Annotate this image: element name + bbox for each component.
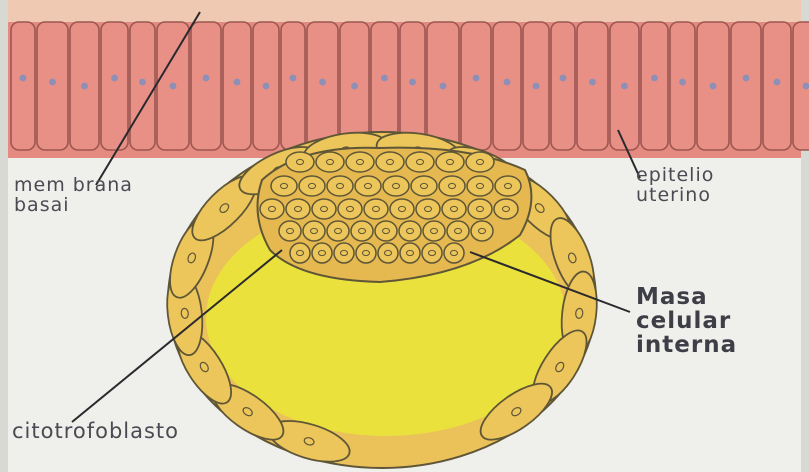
inner-mass-cell [334, 243, 354, 263]
epithelial-nucleus [234, 79, 241, 86]
epithelial-nucleus [710, 83, 717, 90]
inner-mass-cell [416, 199, 440, 219]
inner-mass-cell [356, 243, 376, 263]
label-citotrofoblasto: citotrofoblasto [12, 420, 179, 442]
epithelial-nucleus [743, 75, 750, 82]
epithelial-cell [191, 22, 221, 150]
epithelial-cell [37, 22, 68, 150]
inner-mass-cell [312, 243, 332, 263]
label-epitelio-uterino: epitelio uterino [636, 166, 714, 206]
epithelial-nucleus [81, 83, 88, 90]
inner-mass-cell [376, 152, 404, 172]
inner-mass-cell [346, 152, 374, 172]
epithelial-cell [577, 22, 608, 150]
epithelial-cell [11, 22, 35, 150]
epithelial-nucleus [651, 75, 658, 82]
epithelial-cell [493, 22, 521, 150]
inner-mass-cell [436, 152, 464, 172]
inner-mass-cell [279, 221, 301, 241]
inner-mass-cell [447, 221, 469, 241]
inner-mass-cell [286, 199, 310, 219]
epithelial-nucleus [49, 79, 56, 86]
inner-mass-cell [467, 176, 493, 196]
inner-mass-cell [411, 176, 437, 196]
epithelial-cell [307, 22, 338, 150]
inner-mass-cell [471, 221, 493, 241]
inner-mass-cell [444, 243, 464, 263]
inner-mass-cell [442, 199, 466, 219]
inner-mass-cell [327, 221, 349, 241]
inner-mass-cell [303, 221, 325, 241]
epithelial-nucleus [170, 83, 177, 90]
inner-mass-cell [351, 221, 373, 241]
epithelial-nucleus [290, 75, 297, 82]
inner-mass-cell [286, 152, 314, 172]
epithelial-cell [223, 22, 251, 150]
epithelial-nucleus [263, 83, 270, 90]
epithelial-nucleus [381, 75, 388, 82]
epithelial-cell [400, 22, 425, 150]
inner-mass-cell [375, 221, 397, 241]
inner-mass-cell [423, 221, 445, 241]
epithelial-nucleus [351, 83, 358, 90]
epithelial-nucleus [20, 75, 27, 82]
epithelial-nucleus [679, 79, 686, 86]
inner-mass-cell [466, 152, 494, 172]
inner-mass-cell [327, 176, 353, 196]
inner-mass-cell [439, 176, 465, 196]
epithelial-cell [641, 22, 668, 150]
epithelial-nucleus [203, 75, 210, 82]
epithelial-nucleus [319, 79, 326, 86]
epithelial-cell [371, 22, 398, 150]
epithelial-cell [461, 22, 491, 150]
epithelial-nucleus [440, 83, 447, 90]
epithelial-nucleus [111, 75, 118, 82]
epithelial-cells [11, 22, 809, 150]
epithelial-nucleus [504, 79, 511, 86]
epithelial-nucleus [774, 79, 781, 86]
epithelial-nucleus [473, 75, 480, 82]
epithelial-nucleus [560, 75, 567, 82]
label-membrana-basal: mem brana basai [14, 176, 133, 216]
inner-mass-cell [406, 152, 434, 172]
epithelial-cell [551, 22, 575, 150]
epithelial-nucleus [139, 79, 146, 86]
label-masa-celular-interna: Masa celular interna [636, 285, 737, 357]
epithelium-top-strip [8, 0, 801, 22]
epithelial-cell [101, 22, 128, 150]
epithelial-nucleus [409, 79, 416, 86]
epithelial-nucleus [533, 83, 540, 90]
inner-mass-cell [338, 199, 362, 219]
epithelial-cell [130, 22, 155, 150]
inner-mass-cell [468, 199, 492, 219]
inner-mass-cell [290, 243, 310, 263]
epithelial-nucleus [621, 83, 628, 90]
inner-mass-cell [399, 221, 421, 241]
inner-mass-cell [378, 243, 398, 263]
epithelial-nucleus [589, 79, 596, 86]
inner-mass-cell [260, 199, 284, 219]
inner-mass-cell [312, 199, 336, 219]
inner-mass-cell [383, 176, 409, 196]
inner-mass-cell [422, 243, 442, 263]
epithelial-cell [281, 22, 305, 150]
inner-mass-cell [299, 176, 325, 196]
inner-mass-cell [494, 199, 518, 219]
inner-mass-cell [400, 243, 420, 263]
inner-mass-cell [355, 176, 381, 196]
inner-mass-cell [390, 199, 414, 219]
inner-mass-cell [364, 199, 388, 219]
epithelial-cell [763, 22, 791, 150]
epithelial-cell [670, 22, 695, 150]
inner-mass-cell [271, 176, 297, 196]
inner-mass-cell [316, 152, 344, 172]
epithelial-cell [731, 22, 761, 150]
inner-mass-cell [495, 176, 521, 196]
